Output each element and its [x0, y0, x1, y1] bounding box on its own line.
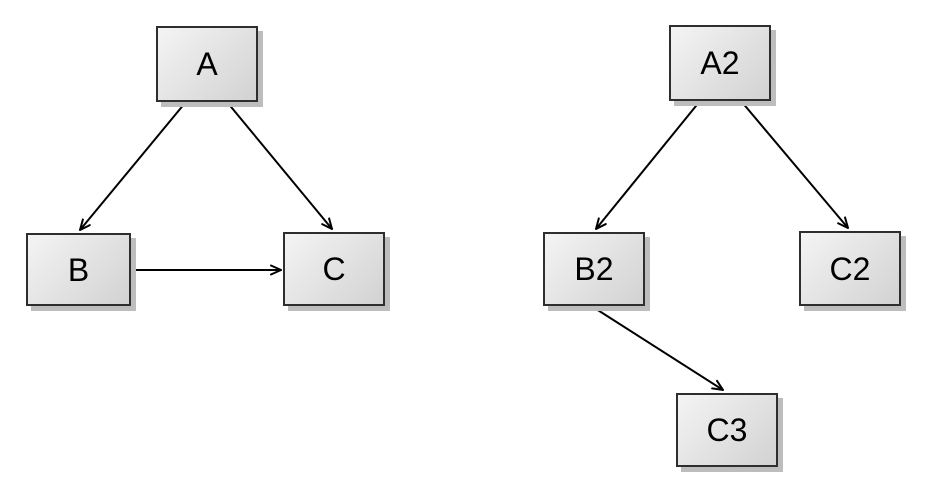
node-label-C: C — [322, 251, 346, 287]
edge-A-to-C — [226, 101, 332, 229]
node-C: C — [283, 232, 385, 306]
node-B2: B2 — [543, 232, 645, 306]
edge-B2-to-C3 — [592, 306, 723, 390]
edge-A2-to-C2 — [740, 100, 848, 228]
node-C2: C2 — [799, 231, 901, 306]
node-label-A2: A2 — [700, 45, 740, 81]
node-label-C2: C2 — [829, 250, 871, 287]
edge-A2-to-B2 — [596, 100, 701, 229]
node-label-B2: B2 — [574, 251, 614, 287]
node-label-A: A — [196, 46, 218, 82]
node-label-C3: C3 — [706, 412, 748, 448]
node-A: A — [156, 26, 258, 102]
node-B: B — [26, 233, 131, 306]
edge-A-to-B — [80, 102, 186, 230]
node-label-B: B — [67, 251, 90, 288]
node-A2: A2 — [669, 25, 771, 101]
edge-group — [80, 100, 848, 390]
node-C3: C3 — [676, 393, 778, 467]
